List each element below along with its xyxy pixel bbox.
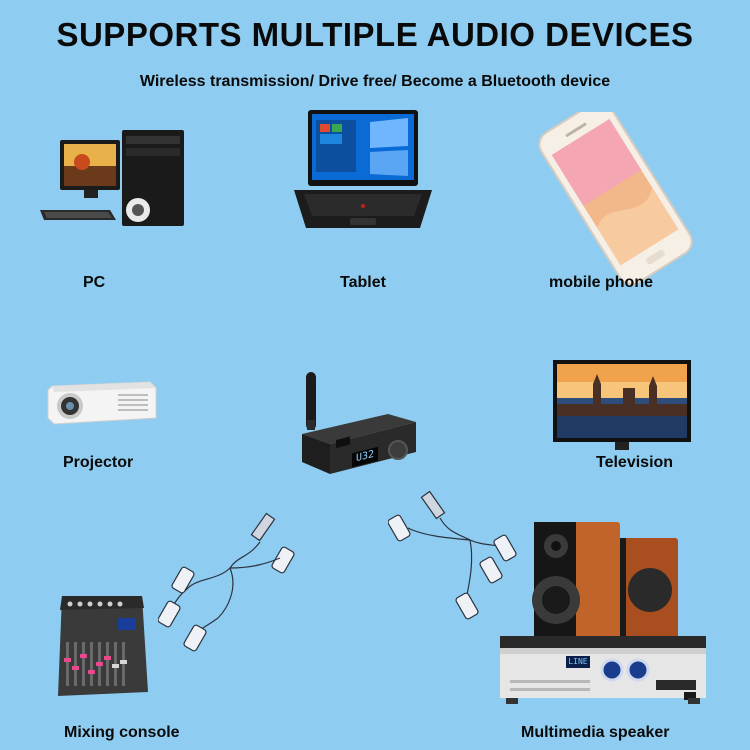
smartphone-icon <box>525 112 715 292</box>
volume-knob[interactable] <box>388 440 408 460</box>
speaker-amplifier-icon: LINE <box>500 520 710 706</box>
rca-cable-right-icon <box>388 488 528 628</box>
amplifier-display: LINE <box>566 656 590 668</box>
device-label-mobile-phone: mobile phone <box>549 274 653 291</box>
device-label-television: Television <box>596 454 674 471</box>
mixing-console-icon <box>58 592 150 698</box>
page-title: SUPPORTS MULTIPLE AUDIO DEVICES <box>56 16 694 53</box>
device-label-projector: Projector <box>63 454 134 471</box>
device-label-multimedia-speaker: Multimedia speaker <box>521 724 670 741</box>
device-label-mixing-console: Mixing console <box>64 724 180 741</box>
rca-cable-left-icon <box>158 508 318 658</box>
device-label-tablet: Tablet <box>340 274 386 291</box>
projector-icon <box>46 378 158 428</box>
device-label-pc: PC <box>83 274 106 291</box>
page-subtitle: Wireless transmission/ Drive free/ Becom… <box>139 73 611 90</box>
bluetooth-transmitter-icon: U32 <box>288 370 420 480</box>
laptop-icon <box>290 110 435 230</box>
television-icon <box>553 360 693 452</box>
desktop-pc-icon <box>38 128 188 230</box>
